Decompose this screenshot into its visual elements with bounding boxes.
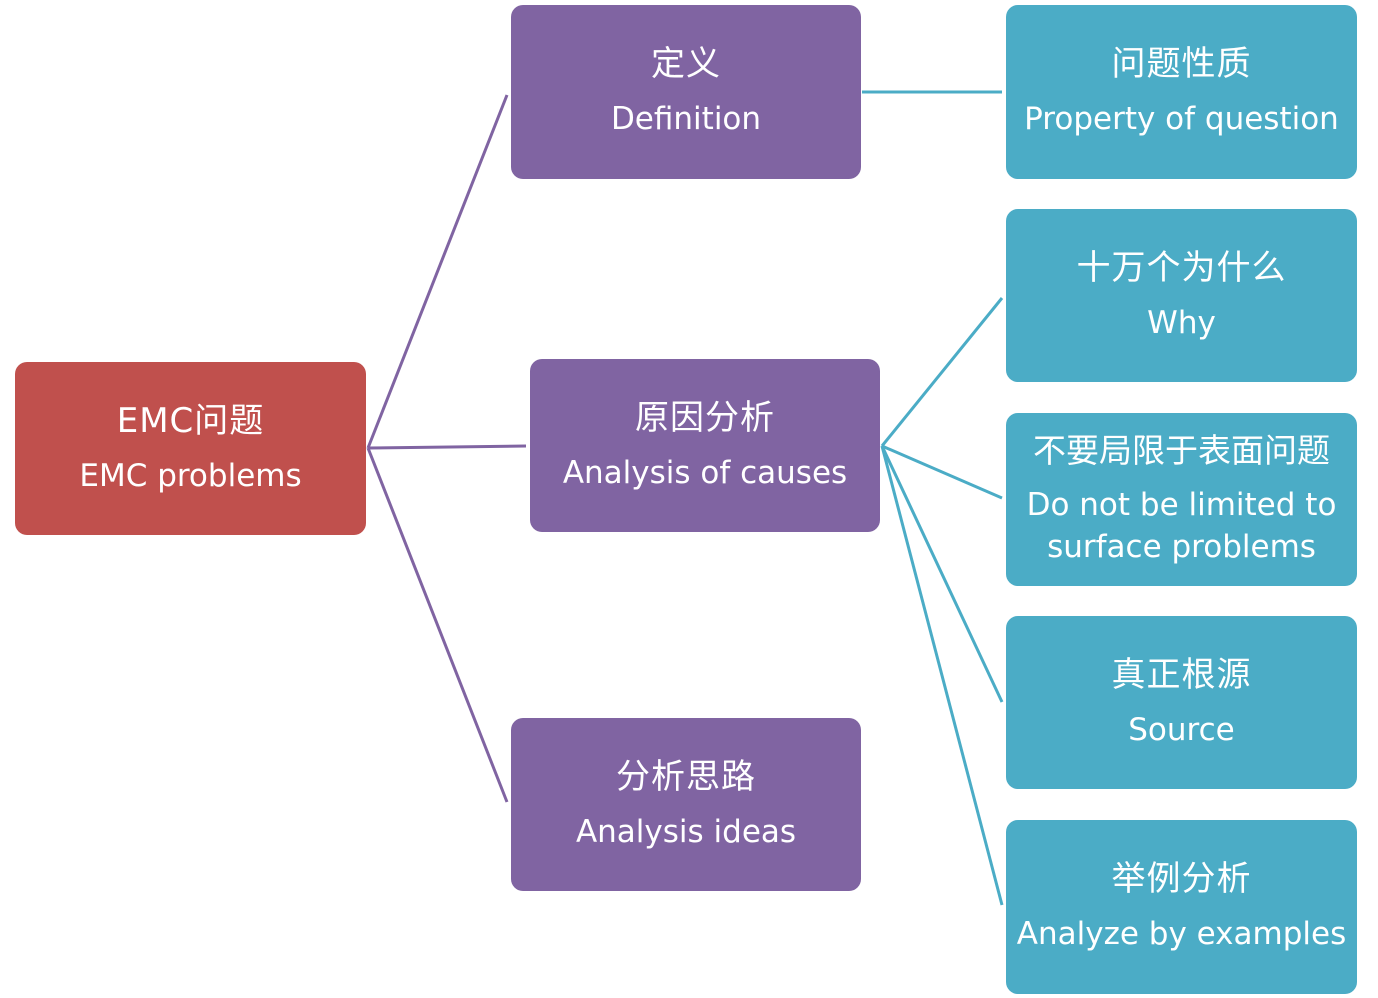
leaf-zh-label: 问题性质 bbox=[1111, 44, 1252, 85]
leaf-en-label: Do not be limited to surface problems bbox=[1026, 487, 1337, 566]
connector-causes-examples bbox=[880, 445, 1004, 906]
leaf-en-label: Source bbox=[1128, 711, 1235, 748]
leaf-node-source: 真正根源 Source bbox=[1006, 616, 1357, 789]
branch-node-causes: 原因分析 Analysis of causes bbox=[530, 359, 880, 532]
leaf-zh-label: 不要局限于表面问题 bbox=[1033, 430, 1330, 470]
branch-en-label: Definition bbox=[610, 101, 762, 138]
root-node: EMC问题 EMC problems bbox=[15, 362, 366, 535]
branch-zh-label: 定义 bbox=[651, 44, 721, 85]
branch-en-label: Analysis of causes bbox=[562, 454, 848, 491]
branch-zh-label: 原因分析 bbox=[635, 397, 775, 438]
leaf-en-label: Why bbox=[1147, 304, 1216, 341]
branch-zh-label: 分析思路 bbox=[616, 756, 756, 797]
connector-root-causes bbox=[367, 444, 527, 450]
connector-causes-surface bbox=[881, 444, 1003, 500]
connector-root-definition bbox=[366, 94, 509, 449]
connector-root-ideas bbox=[366, 447, 509, 803]
leaf-node-surface: 不要局限于表面问题 Do not be limited to surface p… bbox=[1006, 413, 1357, 586]
leaf-en-label: Property of question bbox=[1024, 101, 1339, 138]
leaf-node-why: 十万个为什么 Why bbox=[1006, 209, 1357, 382]
leaf-node-examples: 举例分析 Analyze by examples bbox=[1006, 820, 1357, 994]
leaf-zh-label: 十万个为什么 bbox=[1076, 247, 1287, 288]
root-zh-label: EMC问题 bbox=[116, 400, 265, 441]
root-en-label: EMC problems bbox=[79, 457, 302, 494]
leaf-zh-label: 真正根源 bbox=[1111, 654, 1252, 695]
leaf-node-property: 问题性质 Property of question bbox=[1006, 5, 1357, 179]
connector-causes-source bbox=[880, 445, 1004, 703]
branch-node-ideas: 分析思路 Analysis ideas bbox=[511, 718, 861, 891]
branch-en-label: Analysis ideas bbox=[575, 813, 797, 850]
leaf-en-label: Analyze by examples bbox=[1016, 916, 1347, 953]
leaf-zh-label: 举例分析 bbox=[1111, 859, 1252, 900]
connector-causes-why bbox=[880, 297, 1004, 447]
branch-node-definition: 定义 Definition bbox=[511, 5, 861, 179]
